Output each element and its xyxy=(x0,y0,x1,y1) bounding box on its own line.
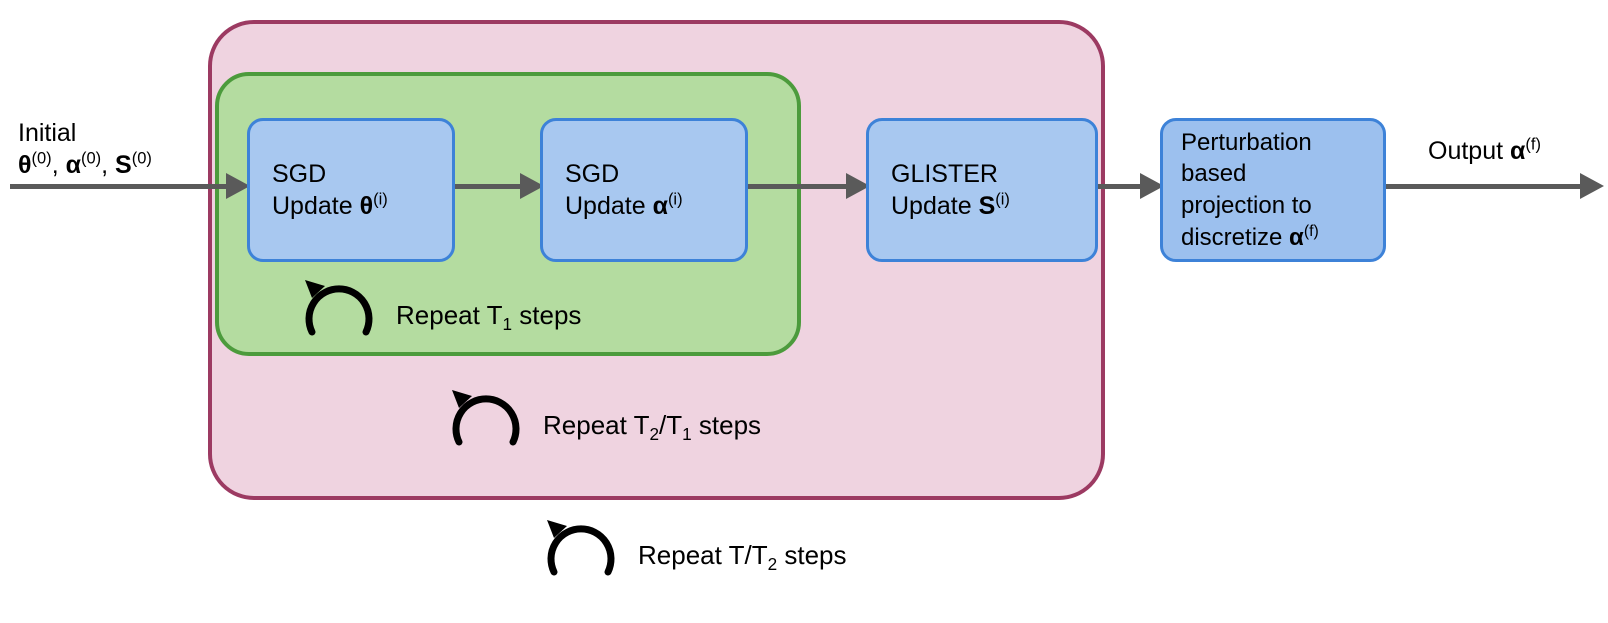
s-initial-superscript: (0) xyxy=(131,149,152,168)
loop-t1-suffix: steps xyxy=(512,299,582,330)
alpha-final-superscript: (f) xyxy=(1303,222,1319,240)
output-label: Output α(f) xyxy=(1428,136,1541,168)
box-perturb-line4: discretize α(f) xyxy=(1181,222,1383,254)
box-sgd-update-theta[interactable]: SGD Update θ(i) xyxy=(247,118,455,262)
loop-repeat-t-over-t2: Repeat T/T2 steps xyxy=(538,512,847,598)
initial-input-label: Initial θ(0), α(0), S(0) xyxy=(18,118,152,181)
alpha-symbol: α xyxy=(652,192,668,220)
arrow-perturbation-to-output xyxy=(1386,173,1604,199)
arrow-shaft xyxy=(1386,183,1581,189)
loop-repeat-t2-over-t1: Repeat T2/T1 steps xyxy=(443,382,761,468)
sep-2: , xyxy=(101,150,116,179)
loop-t-prefix: Repeat T/T xyxy=(638,539,768,570)
box-perturb-discretize-word: discretize xyxy=(1181,223,1290,251)
box-sgd-theta-line2: Update θ(i) xyxy=(272,190,452,222)
sep-1: , xyxy=(51,150,66,179)
box-glister-line1: GLISTER xyxy=(891,160,998,188)
box-glister-line2: Update S(i) xyxy=(891,190,1095,222)
arrow-glister-to-perturbation xyxy=(1098,173,1164,199)
s-superscript: (i) xyxy=(995,190,1010,209)
output-alpha-symbol: α xyxy=(1510,137,1526,165)
output-word: Output xyxy=(1428,137,1504,165)
alpha-initial-symbol: α xyxy=(65,150,81,179)
box-perturb-line2: based xyxy=(1181,160,1247,188)
box-perturb-line3: projection to xyxy=(1181,192,1312,219)
loop-t2-mid: /T xyxy=(659,409,683,440)
repeat-loop-icon xyxy=(443,382,529,468)
loop-repeat-t1: Repeat T1 steps xyxy=(296,272,581,358)
theta-superscript: (i) xyxy=(373,190,388,209)
box-sgd-alpha-line2: Update α(i) xyxy=(565,190,745,222)
loop-t2-suffix: steps xyxy=(691,409,762,440)
loop-t-text: Repeat T/T2 steps xyxy=(638,539,847,574)
box-perturb-line1: Perturbation xyxy=(1181,128,1312,156)
box-sgd-alpha-update-word: Update xyxy=(565,192,653,220)
loop-t2-prefix: Repeat T xyxy=(543,409,650,440)
box-glister-update-s[interactable]: GLISTER Update S(i) xyxy=(866,118,1098,262)
repeat-loop-icon xyxy=(296,272,382,358)
loop-t1-prefix: Repeat T xyxy=(396,299,503,330)
box-perturbation-projection[interactable]: Perturbation based projection to discret… xyxy=(1160,118,1386,262)
initial-input-line1: Initial xyxy=(18,119,77,147)
box-sgd-theta-update-word: Update xyxy=(272,192,360,220)
loop-t-subscript: 2 xyxy=(767,553,778,574)
s-symbol: S xyxy=(978,192,996,220)
loop-t2-subscript-2: 1 xyxy=(682,423,692,444)
alpha-initial-superscript: (0) xyxy=(80,149,102,168)
arrow-shaft xyxy=(10,183,227,189)
box-sgd-update-alpha[interactable]: SGD Update α(i) xyxy=(540,118,748,262)
alpha-superscript: (i) xyxy=(667,190,683,209)
box-sgd-alpha-line1: SGD xyxy=(565,160,620,188)
arrow-head xyxy=(1580,173,1604,199)
loop-t-suffix: steps xyxy=(777,539,847,570)
theta-symbol: θ xyxy=(359,192,374,220)
theta-initial-superscript: (0) xyxy=(31,149,52,168)
initial-input-symbols: θ(0), α(0), S(0) xyxy=(18,150,152,182)
loop-t1-text: Repeat T1 steps xyxy=(396,299,582,334)
s-initial-symbol: S xyxy=(115,150,132,179)
loop-t2-subscript-1: 2 xyxy=(649,423,660,444)
loop-t2-text: Repeat T2/T1 steps xyxy=(543,409,762,444)
alpha-final-symbol: α xyxy=(1289,223,1304,251)
repeat-loop-icon xyxy=(538,512,624,598)
box-glister-update-word: Update xyxy=(891,192,979,220)
output-alpha-superscript: (f) xyxy=(1525,135,1541,154)
loop-t1-subscript: 1 xyxy=(502,313,513,334)
box-sgd-theta-line1: SGD xyxy=(272,160,327,188)
theta-initial-symbol: θ xyxy=(18,150,32,179)
